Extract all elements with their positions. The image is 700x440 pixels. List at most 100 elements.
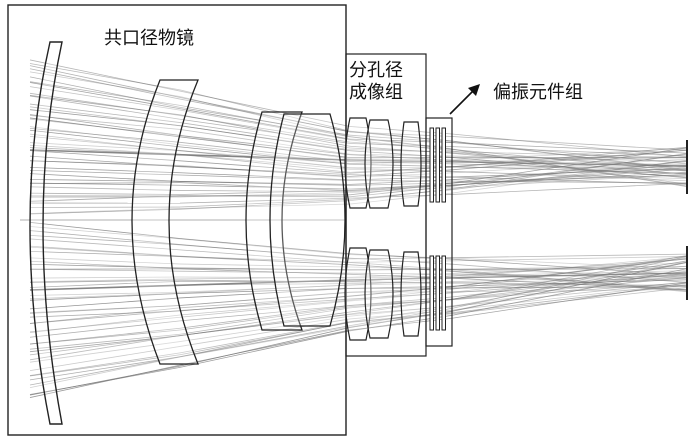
- ray-segment: [179, 244, 351, 259]
- ray-segment: [29, 192, 181, 195]
- ray-segment: [179, 182, 351, 192]
- ray-bundles: [20, 59, 687, 398]
- ray-segment: [451, 136, 687, 151]
- ray-segment: [349, 272, 687, 281]
- ray-segment: [349, 141, 453, 150]
- ray-segment: [179, 135, 351, 160]
- ray-segment: [179, 136, 351, 159]
- ray-segment: [29, 82, 181, 110]
- lower-polarizer-plate-3: [441, 255, 446, 331]
- ray-segment: [29, 230, 181, 245]
- ray-segment: [179, 174, 351, 181]
- ray-segment: [179, 129, 351, 155]
- ray-segment: [29, 246, 181, 257]
- upper-polarizer-plate-2: [435, 127, 440, 203]
- ray-segment: [29, 109, 181, 127]
- ray-segment: [349, 159, 687, 167]
- ray-segment: [451, 182, 687, 195]
- ray-segment: [451, 262, 687, 312]
- ray-segment: [451, 268, 687, 316]
- upper-polarizer-plate-1: [429, 127, 434, 203]
- ray-segment: [179, 295, 351, 309]
- ray-segment: [29, 195, 181, 202]
- ray-segment: [451, 159, 687, 166]
- ray-segment: [179, 165, 351, 177]
- ray-segment: [179, 329, 351, 366]
- ray-segment: [29, 118, 181, 137]
- ray-segment: [29, 135, 181, 151]
- ray-segment: [179, 276, 351, 280]
- ray-segment: [179, 108, 351, 140]
- ray-segment: [29, 335, 181, 353]
- ray-segment: [451, 284, 687, 314]
- ray-segment: [179, 109, 351, 141]
- polarizer-label: 偏振元件组: [493, 82, 583, 103]
- ray-segment: [451, 255, 687, 290]
- ray-segment: [179, 288, 351, 299]
- ray-segment: [29, 279, 351, 291]
- ray-segment: [179, 313, 351, 337]
- lower-lens-a: [344, 247, 372, 341]
- ray-segment: [179, 146, 351, 165]
- ray-segment: [179, 144, 351, 164]
- ray-segment: [179, 291, 351, 306]
- ray-segment: [29, 280, 181, 288]
- ray-segment: [451, 166, 687, 186]
- ray-segment: [179, 287, 351, 294]
- ray-segment: [179, 184, 351, 190]
- ray-segment: [29, 245, 181, 257]
- ray-segment: [179, 238, 351, 256]
- ray-segment: [451, 283, 687, 311]
- ray-segment: [29, 320, 181, 338]
- ray-segment: [179, 325, 351, 358]
- ray-segment: [29, 257, 181, 265]
- ray-segment: [451, 260, 687, 300]
- ray-segment: [451, 281, 687, 307]
- ray-segment: [451, 171, 687, 180]
- ray-segment: [451, 263, 687, 283]
- lower-polarizer-plate-1: [429, 255, 434, 331]
- ray-segment: [29, 208, 181, 214]
- ray-segment: [29, 356, 181, 381]
- ray-segment: [179, 256, 351, 266]
- ray-segment: [29, 276, 181, 279]
- ray-segment: [349, 257, 453, 260]
- ray-segment: [179, 305, 351, 322]
- ray-segment: [29, 117, 181, 138]
- ray-segment: [29, 293, 181, 301]
- ray-segment: [179, 114, 351, 147]
- ray-segment: [29, 186, 181, 191]
- ray-segment: [29, 226, 181, 240]
- ray-segment: [451, 155, 687, 162]
- lower-polarizer-plate-2: [435, 255, 440, 331]
- ray-segment: [451, 141, 687, 165]
- ray-segment: [29, 352, 181, 376]
- ray-segment: [451, 270, 687, 277]
- ray-segment: [29, 329, 181, 345]
- lens-4: [269, 113, 346, 327]
- ray-segment: [29, 160, 181, 166]
- ray-segment: [29, 234, 181, 246]
- ray-segment: [179, 125, 351, 152]
- ray-segment: [29, 335, 181, 361]
- ray-segment: [29, 95, 181, 116]
- ray-segment: [179, 256, 351, 263]
- ray-segment: [29, 133, 181, 152]
- polarizer-frame: [425, 117, 453, 347]
- ray-segment: [451, 256, 687, 309]
- polarizer-leader-line: [449, 89, 475, 115]
- ray-segment: [29, 354, 181, 377]
- ray-segment: [179, 306, 351, 331]
- ray-segment: [179, 249, 351, 263]
- ray-segment: [179, 268, 351, 275]
- ray-segment: [29, 126, 181, 146]
- ray-segment: [29, 179, 181, 182]
- ray-segment: [179, 327, 351, 367]
- ray-segment: [29, 160, 181, 167]
- ray-segment: [29, 129, 181, 148]
- ray-segment: [451, 274, 687, 307]
- ray-segment: [29, 310, 181, 324]
- ray-segment: [179, 98, 351, 133]
